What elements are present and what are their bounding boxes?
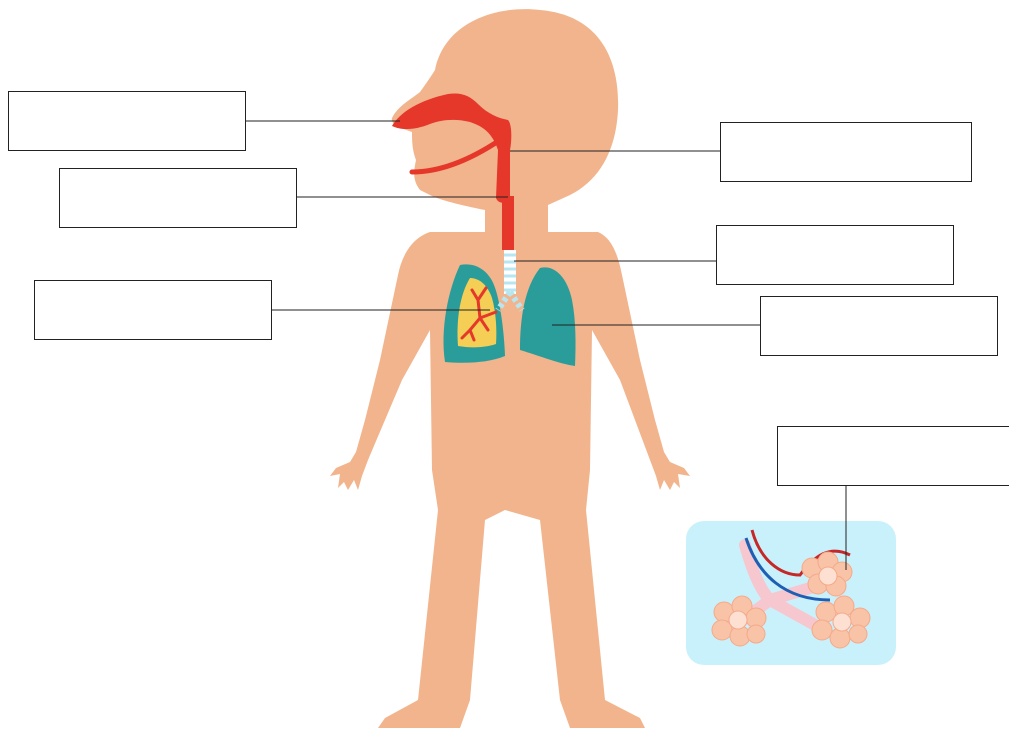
label-box-larynx[interactable] — [59, 168, 297, 228]
label-box-trachea[interactable] — [716, 225, 954, 285]
label-box-lungs[interactable] — [760, 296, 998, 356]
trachea — [504, 250, 516, 294]
larynx — [502, 196, 514, 250]
alveoli-inset — [686, 521, 896, 665]
label-box-pharynx[interactable] — [720, 122, 972, 182]
label-box-bronchi[interactable] — [34, 280, 272, 340]
label-box-alveoli[interactable] — [777, 426, 1009, 486]
label-box-nose[interactable] — [8, 91, 246, 151]
body-silhouette — [330, 9, 690, 728]
torso — [330, 232, 690, 728]
